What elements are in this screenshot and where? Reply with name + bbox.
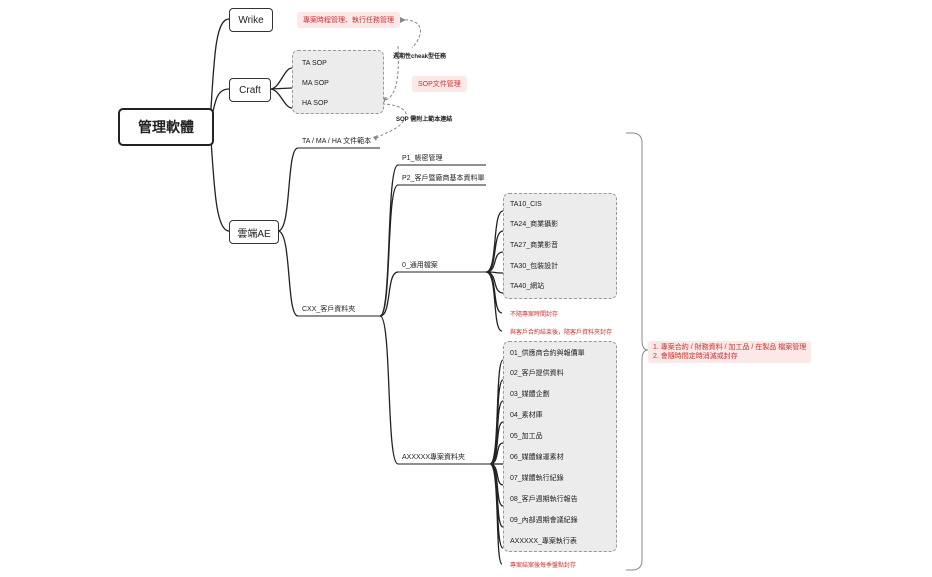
common-item[interactable]: TA27_商業影音: [510, 242, 559, 249]
branch-ae[interactable]: 雲端AE: [229, 220, 279, 244]
sop-item-ta[interactable]: TA SOP: [302, 60, 327, 67]
checklist-note: 週期性cheak型任務: [393, 54, 447, 60]
sop-link-note: SOP 需附上範本連結: [396, 117, 453, 123]
project-item[interactable]: 01_供應商合約與報價單: [510, 350, 585, 357]
cxx-project[interactable]: AXXXXX專案資料夾: [402, 454, 466, 461]
branch-craft[interactable]: Craft: [229, 78, 271, 102]
project-item[interactable]: 07_媒體執行紀錄: [510, 475, 564, 482]
connector-root-wrike: [209, 18, 230, 126]
cxx-common[interactable]: 0_通用檔案: [402, 262, 438, 269]
connector-cxx-p2: [379, 184, 399, 317]
relation-wrike-checklist: [399, 19, 422, 49]
connector-common-notes: [485, 271, 503, 332]
archive-note-line-1: 1. 專案合約 / 財務資料 / 加工品 / 在製品 檔案管理: [653, 344, 807, 351]
connector-ae-cxx: [277, 230, 299, 317]
project-item[interactable]: 04_素材庫: [510, 412, 543, 419]
archive-note-line-2: 2. 會隨時間定時消滅或封存: [653, 353, 738, 360]
project-item[interactable]: 05_加工品: [510, 433, 543, 440]
common-item[interactable]: TA30_包裝設計: [510, 263, 559, 270]
common-note-1: 不隨專案時間封存: [510, 312, 559, 318]
root-node[interactable]: 管理軟體: [118, 108, 214, 146]
connector-common-items: [485, 210, 504, 294]
connector-project-items: [489, 359, 504, 565]
common-item[interactable]: TA40_網站: [510, 283, 545, 290]
sop-item-ha[interactable]: HA SOP: [302, 100, 329, 107]
project-item[interactable]: 06_媒體線運素材: [510, 454, 564, 461]
craft-sop-group: [292, 50, 384, 114]
ae-template[interactable]: TA / MA / HA 文件範本: [302, 138, 372, 145]
summary-bracket: [626, 132, 649, 571]
cxx-p2[interactable]: P2_客戶暨廠商基本資料單: [402, 175, 485, 182]
connector-cxx-project: [379, 315, 399, 465]
project-item[interactable]: 09_內部週期會議紀錄: [510, 517, 578, 524]
common-item[interactable]: TA24_商業攝影: [510, 221, 559, 228]
archive-summary-note: 1. 專案合約 / 財務資料 / 加工品 / 在製品 檔案管理 2. 會隨時間定…: [648, 341, 812, 363]
common-files-group: [503, 193, 617, 299]
wrike-note: 專案時程管理、執行任務管理: [297, 12, 400, 28]
relation-checklist-sops: [384, 45, 399, 101]
sop-doc-note: SOP文件管理: [412, 76, 467, 92]
connector-cxx-common: [379, 271, 399, 317]
project-note: 專案結案後每季盤點封存: [510, 563, 577, 569]
connector-craft-sops: [269, 67, 293, 109]
common-note-2: 與客戶合約結束後，隨客戶資料夾封存: [510, 330, 613, 336]
connector-ae-template: [277, 147, 299, 232]
cxx-p1[interactable]: P1_帳密管理: [402, 155, 443, 162]
project-item[interactable]: 03_媒體企劃: [510, 391, 550, 398]
project-files-group: [503, 341, 617, 552]
common-item[interactable]: TA10_CIS: [510, 201, 542, 208]
branch-wrike[interactable]: Wrike: [229, 8, 273, 32]
relation-sop-link: [376, 103, 407, 139]
sop-item-ma[interactable]: MA SOP: [302, 80, 329, 87]
ae-cxx-folder[interactable]: CXX_客戶資料夾: [302, 306, 356, 313]
project-item[interactable]: AXXXXX_專案執行表: [510, 538, 577, 545]
project-item[interactable]: 02_客戶提供資料: [510, 370, 564, 377]
project-item[interactable]: 08_客戶週期執行報告: [510, 496, 578, 503]
